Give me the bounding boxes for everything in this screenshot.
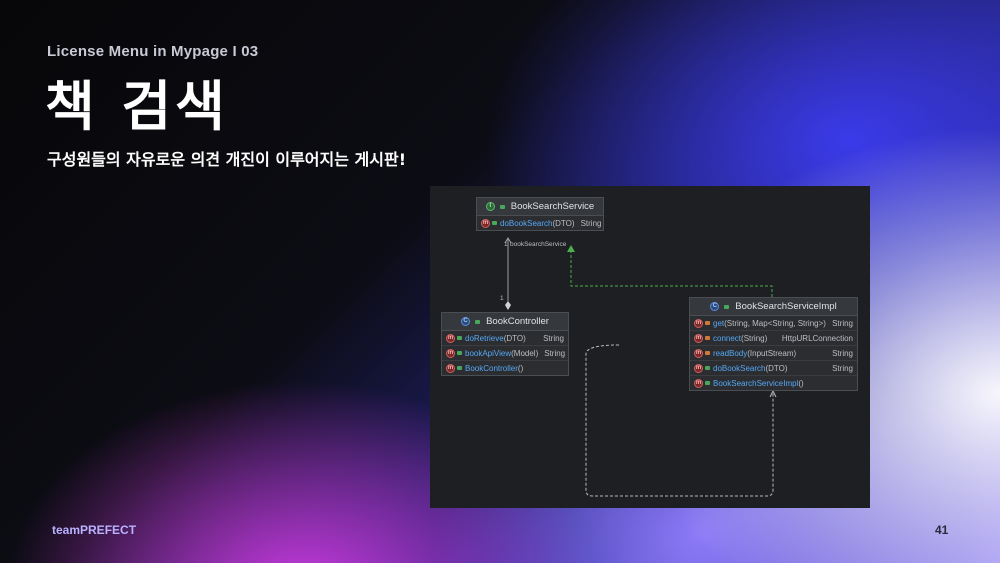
- method-return-type: HttpURLConnection: [781, 333, 853, 343]
- method-name: connect: [713, 333, 742, 343]
- method-row: m bookApiView (Model) String: [442, 346, 568, 361]
- method-icon: m: [694, 378, 703, 388]
- method-args: (String, Map<String, String>): [724, 318, 826, 328]
- association-arrowhead: [504, 237, 512, 244]
- method-name: doBookSearch: [500, 218, 553, 228]
- method-return-type: String: [544, 348, 566, 358]
- class-name: BookSearchService: [510, 201, 595, 212]
- method-icon: m: [694, 363, 703, 373]
- method-name: readBody: [713, 348, 748, 358]
- public-visibility-icon: [499, 204, 505, 209]
- method-icon: m: [446, 363, 455, 373]
- section-label: License Menu in Mypage I 03: [47, 43, 259, 60]
- method-args: (Model): [511, 348, 539, 358]
- method-row: m doBookSearch (DTO) String: [477, 216, 603, 230]
- method-name: doBookSearch: [713, 363, 766, 373]
- method-args: (): [798, 378, 804, 388]
- method-row: m doBookSearch (DTO) String: [690, 361, 857, 376]
- association-diamond: [505, 301, 511, 310]
- method-row: m get (String, Map<String, String>) Stri…: [690, 316, 857, 331]
- interface-icon: I: [485, 202, 495, 211]
- method-name: BookSearchServiceImpl: [713, 378, 799, 388]
- multiplicity-top: 1: [504, 241, 508, 248]
- class-name: BookController: [486, 316, 549, 327]
- public-visibility-icon: [457, 366, 462, 370]
- public-visibility-icon: [457, 336, 462, 340]
- realization-arrowhead: [567, 245, 575, 252]
- page-title: 책 검색: [45, 75, 229, 138]
- method-args: (String): [741, 333, 768, 343]
- association-label: bookSearchService: [510, 241, 567, 248]
- method-icon: m: [446, 333, 455, 343]
- method-icon: m: [481, 218, 490, 228]
- private-visibility-icon: [705, 336, 710, 340]
- method-row: m connect (String) HttpURLConnection: [690, 331, 857, 346]
- method-return-type: String: [832, 363, 853, 373]
- uml-box-header: I BookSearchService: [477, 198, 603, 216]
- self-dependency-arrowhead: [769, 389, 777, 398]
- uml-box-booksearchserviceimpl[interactable]: C BookSearchServiceImpl m get (String, M…: [689, 297, 858, 391]
- method-name: get: [713, 318, 725, 328]
- public-visibility-icon: [475, 319, 481, 324]
- method-args: (InputStream): [747, 348, 797, 358]
- uml-box-header: C BookController: [442, 313, 568, 331]
- method-name: BookController: [465, 363, 518, 373]
- diagram-connectors: [504, 237, 777, 497]
- public-visibility-icon: [724, 304, 730, 309]
- public-visibility-icon: [457, 351, 462, 355]
- method-icon: m: [694, 348, 703, 358]
- method-name: doRetrieve: [465, 333, 504, 343]
- method-args: (DTO): [552, 218, 575, 228]
- class-icon: C: [710, 302, 720, 311]
- page-description: 구성원들의 자유로운 의견 개진이 이루어지는 게시판!: [47, 150, 406, 169]
- method-args: (): [517, 363, 524, 373]
- self-dependency-line: [585, 344, 774, 497]
- public-visibility-icon: [492, 221, 497, 225]
- realization-line: [570, 250, 773, 297]
- method-row: m BookSearchServiceImpl (): [690, 376, 857, 390]
- method-name: bookApiView: [465, 348, 512, 358]
- method-icon: m: [446, 348, 455, 358]
- method-return-type: String: [543, 333, 564, 343]
- uml-box-header: C BookSearchServiceImpl: [690, 298, 857, 316]
- uml-diagram: 1 bookSearchService 1 I BookSearchServic…: [430, 186, 870, 508]
- method-row: m doRetrieve (DTO) String: [442, 331, 568, 346]
- class-name: BookSearchServiceImpl: [735, 301, 837, 312]
- brand-logo: teamPREFECT: [52, 523, 137, 537]
- private-visibility-icon: [705, 351, 710, 355]
- multiplicity-bottom: 1: [500, 295, 504, 302]
- page-number: 41: [935, 523, 949, 537]
- method-args: (DTO): [503, 333, 526, 343]
- method-return-type: String: [832, 348, 853, 358]
- uml-box-booksearchservice[interactable]: I BookSearchService m doBookSearch (DTO)…: [476, 197, 604, 231]
- method-args: (DTO): [765, 363, 788, 373]
- uml-box-bookcontroller[interactable]: C BookController m doRetrieve (DTO) Stri…: [441, 312, 569, 376]
- method-return-type: String: [580, 218, 602, 228]
- public-visibility-icon: [705, 366, 710, 370]
- method-icon: m: [694, 318, 703, 328]
- method-row: m readBody (InputStream) String: [690, 346, 857, 361]
- method-icon: m: [694, 333, 703, 343]
- method-return-type: String: [832, 318, 853, 328]
- public-visibility-icon: [705, 381, 710, 385]
- method-row: m BookController (): [442, 361, 568, 375]
- private-visibility-icon: [705, 321, 710, 325]
- class-icon: C: [461, 317, 471, 326]
